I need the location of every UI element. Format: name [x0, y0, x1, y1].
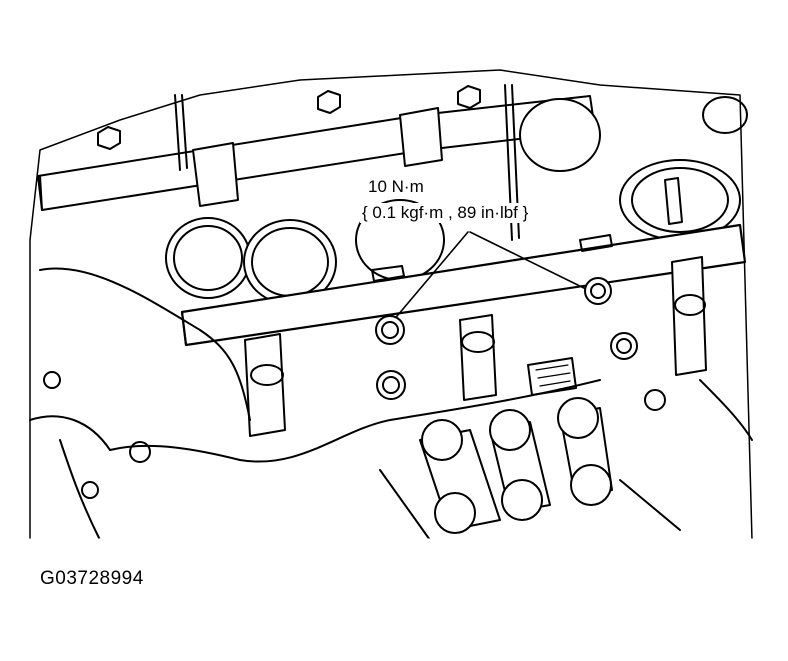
rail-clips [192, 107, 443, 207]
figure-id: G03728994 [40, 568, 144, 589]
front-fuel-rail [180, 223, 747, 347]
rear-fuel-rail [37, 95, 596, 211]
callout-leader [391, 231, 593, 323]
harness-connector [527, 357, 577, 396]
cylinder-head-lower [29, 267, 753, 541]
torque-value-nm: 10 N·m [366, 177, 426, 197]
fuel-injectors [244, 177, 707, 437]
ignition-coils [379, 397, 681, 541]
torque-value-alt: { 0.1 kgf·m , 89 in·lbf } [360, 203, 531, 223]
rail-bolts [375, 277, 666, 411]
